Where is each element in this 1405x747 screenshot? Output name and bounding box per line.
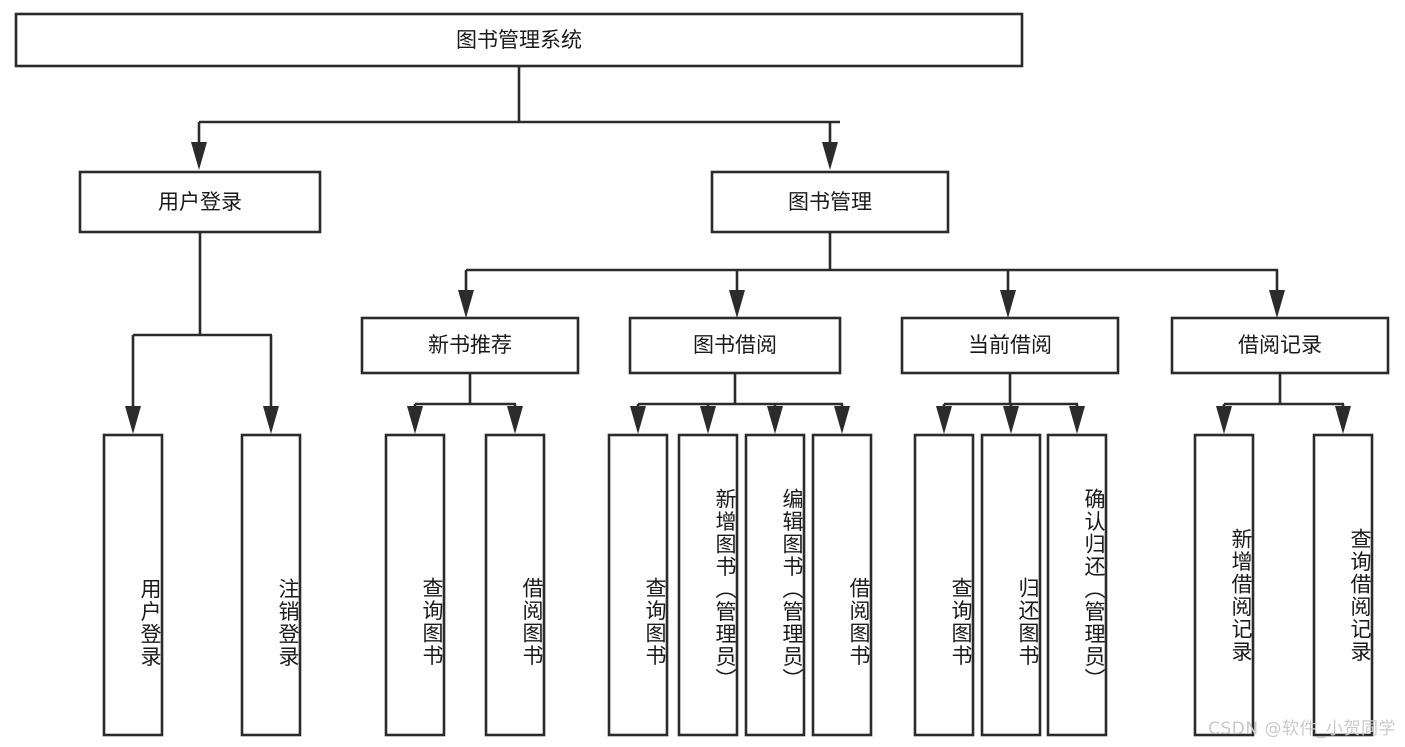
- leaf-box-query-book-3[interactable]: [913, 433, 975, 737]
- leaf-box-borrow-book-1[interactable]: [484, 433, 546, 737]
- leaf-box-user-login[interactable]: [102, 433, 164, 737]
- leaf-box-query-book-2[interactable]: [607, 433, 669, 737]
- node-book-management-box[interactable]: [710, 170, 950, 234]
- arrowhead-root-to-user-login: [191, 142, 207, 170]
- node-user-login-label: 用户登录: [158, 190, 242, 214]
- arrowhead-book-borrow-to-leaf-3: [767, 406, 783, 434]
- arrowhead-book-borrow-to-leaf-1: [630, 406, 646, 434]
- node-borrow-record-box[interactable]: [1170, 316, 1390, 375]
- arrowhead-book-borrow-to-leaf-2: [700, 406, 716, 434]
- leaf-box-edit-book[interactable]: [744, 433, 806, 737]
- arrowhead-new-book-to-leaf-2: [507, 406, 523, 434]
- node-root-box[interactable]: [14, 12, 1024, 68]
- arrowhead-new-book-to-leaf-1: [407, 406, 423, 434]
- leaf-box-query-record[interactable]: [1312, 433, 1374, 737]
- leaf-box-query-book-1[interactable]: [384, 433, 446, 737]
- node-current-borrow-label: 当前借阅: [968, 333, 1052, 357]
- arrowhead-borrow-record-to-leaf-2: [1335, 406, 1351, 434]
- leaf-box-borrow-book-2[interactable]: [811, 433, 873, 737]
- arrowhead-to-borrow-record: [1269, 290, 1285, 318]
- leaf-box-return-book[interactable]: [980, 433, 1042, 737]
- node-new-book-recommend-box[interactable]: [360, 316, 580, 375]
- leaf-box-add-record[interactable]: [1193, 433, 1255, 737]
- arrowhead-current-borrow-to-leaf-1: [936, 406, 952, 434]
- arrowhead-to-book-borrow: [729, 290, 745, 318]
- node-book-borrow-label: 图书借阅: [693, 333, 777, 357]
- node-current-borrow-box[interactable]: [900, 316, 1120, 375]
- arrowhead-user-login-to-leaf-2: [263, 406, 279, 434]
- node-root-label: 图书管理系统: [456, 28, 582, 52]
- leaf-box-add-book[interactable]: [677, 433, 739, 737]
- arrowhead-to-new-book-recommend: [458, 290, 474, 318]
- node-new-book-recommend-label: 新书推荐: [428, 333, 512, 357]
- node-borrow-record-label: 借阅记录: [1238, 333, 1322, 357]
- arrowhead-user-login-to-leaf-1: [125, 406, 141, 434]
- node-book-borrow-box[interactable]: [628, 316, 842, 375]
- leaf-box-user-logout[interactable]: [240, 433, 302, 737]
- node-book-management-label: 图书管理: [788, 190, 872, 214]
- leaf-box-confirm-return[interactable]: [1046, 433, 1108, 737]
- csdn-watermark: CSDN @软件_小贺同学: [1208, 719, 1396, 739]
- arrowhead-root-to-book-management: [822, 142, 838, 170]
- arrowhead-borrow-record-to-leaf-1: [1216, 406, 1232, 434]
- arrowhead-book-borrow-to-leaf-4: [834, 406, 850, 434]
- arrowhead-to-current-borrow: [1000, 290, 1016, 318]
- arrowhead-current-borrow-to-leaf-2: [1003, 406, 1019, 434]
- arrowhead-current-borrow-to-leaf-3: [1069, 406, 1085, 434]
